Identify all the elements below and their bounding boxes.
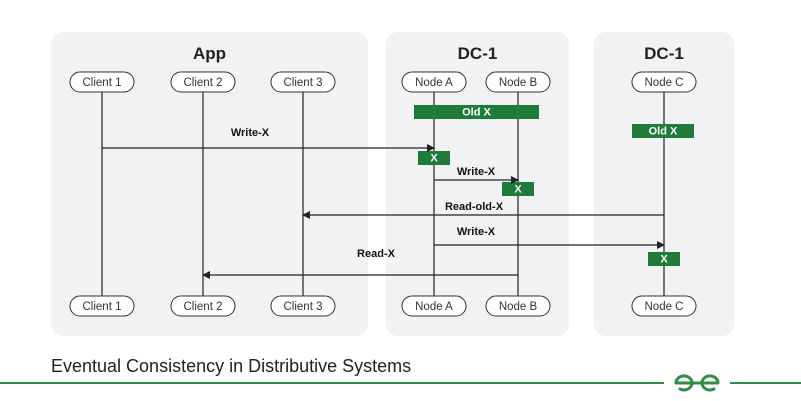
panel-title-dc1-c: DC-1 [644, 44, 684, 63]
participant-label: Client 1 [83, 77, 122, 89]
participant-label: Client 2 [184, 301, 223, 313]
message-m1: Write-X [102, 127, 435, 152]
message-label: Write-X [457, 166, 496, 178]
message-label: Write-X [231, 127, 270, 139]
value-box-label: X [430, 153, 438, 165]
participant-label: Client 1 [83, 301, 122, 313]
geeksforgeeks-logo-icon [674, 374, 720, 392]
participant-label: Client 2 [184, 77, 223, 89]
value-box-x-c: X [648, 252, 680, 266]
participant-label: Client 3 [284, 77, 323, 89]
participant-nodeC-bottom: Node C [631, 295, 697, 317]
panel-title-app: App [192, 44, 227, 63]
participant-label: Node C [645, 77, 684, 89]
footer-divider-right [730, 382, 801, 384]
message-m4: Write-X [434, 226, 665, 249]
participant-nodeC-top: Node C [631, 71, 697, 93]
participant-label: Node C [645, 301, 684, 313]
participant-nodeB-top: Node B [485, 71, 551, 93]
value-box-label: Old X [649, 126, 678, 138]
value-box-label: X [514, 184, 522, 196]
participant-label: Node A [415, 301, 453, 313]
message-label: Read-old-X [445, 201, 504, 213]
participant-client2-top: Client 2 [170, 71, 236, 93]
participant-label: Node B [499, 301, 538, 313]
value-box-x-a: X [418, 151, 450, 165]
message-label: Write-X [457, 226, 496, 238]
participant-label: Client 3 [284, 301, 323, 313]
message-label: Read-X [357, 248, 396, 260]
diagram-caption: Eventual Consistency in Distributive Sys… [51, 356, 412, 376]
value-box-label: X [660, 254, 668, 266]
participant-label: Node B [499, 77, 538, 89]
value-box-old-x-c: Old X [632, 124, 694, 138]
participant-client3-top: Client 3 [270, 71, 336, 93]
message-m5: Read-X [202, 248, 518, 279]
participant-client1-bottom: Client 1 [69, 295, 135, 317]
message-m2: Write-X [434, 166, 519, 184]
participant-nodeA-top: Node A [401, 71, 467, 93]
panel-title-dc1-ab: DC-1 [457, 44, 498, 63]
participant-client2-bottom: Client 2 [170, 295, 236, 317]
participant-nodeA-bottom: Node A [401, 295, 467, 317]
participant-client3-bottom: Client 3 [270, 295, 336, 317]
message-m3: Read-old-X [302, 201, 664, 219]
participant-nodeB-bottom: Node B [485, 295, 551, 317]
value-box-x-b: X [502, 182, 534, 196]
value-box-label: Old X [462, 107, 491, 119]
footer-divider-left [0, 382, 664, 384]
participant-label: Node A [415, 77, 453, 89]
participant-client1-top: Client 1 [69, 71, 135, 93]
value-box-old-x-ab: Old X [414, 105, 539, 119]
